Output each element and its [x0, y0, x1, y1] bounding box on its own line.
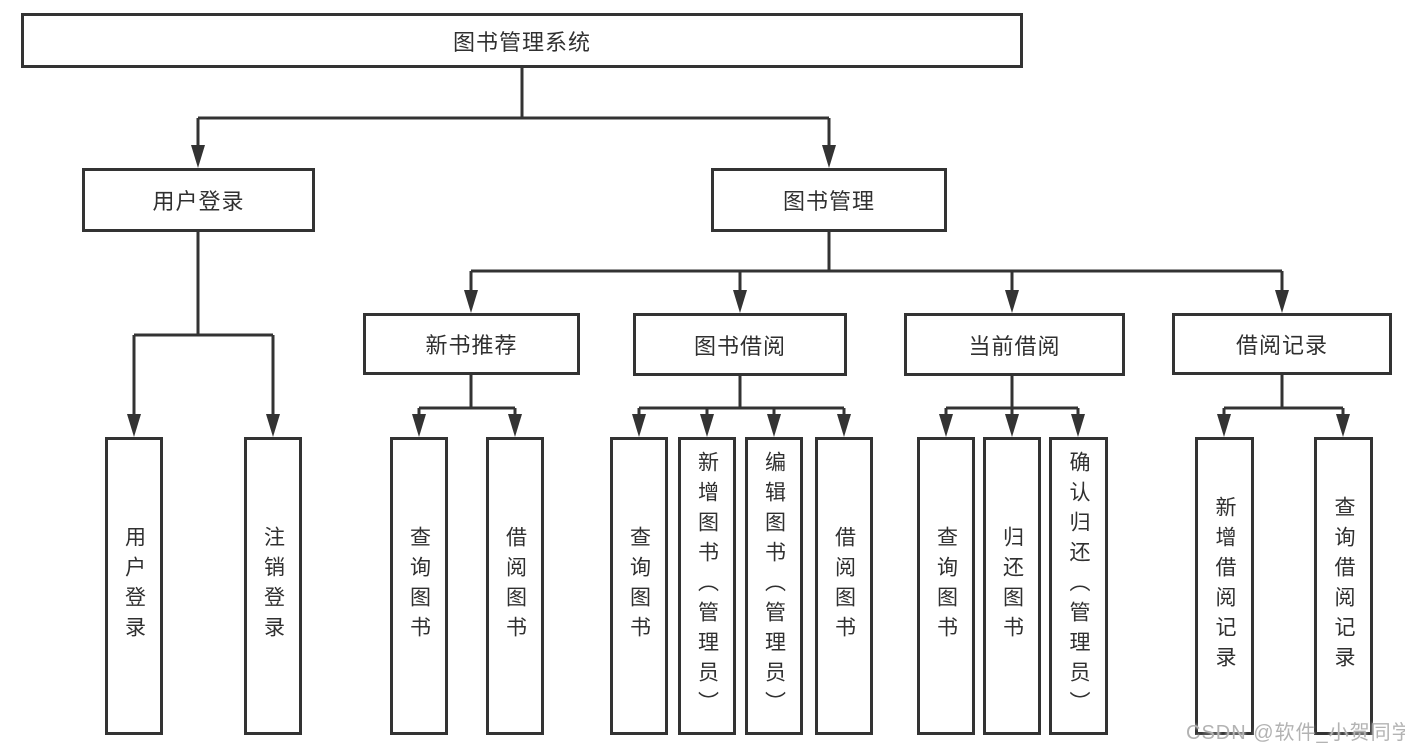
connector-line — [417, 375, 517, 420]
node-label: 图书借阅 — [693, 333, 786, 359]
arrow-down-icon — [1005, 290, 1019, 313]
connector-user-login — [132, 232, 275, 419]
node-label: 注销登录 — [261, 526, 285, 646]
connector-current-borrowing — [944, 376, 1080, 420]
node-label: 新增借阅记录 — [1213, 496, 1236, 676]
node-label: 查询图书 — [407, 526, 431, 646]
connector-book-borrowing — [637, 376, 846, 420]
node-label: 归还图书 — [1000, 526, 1024, 646]
csdn-watermark: CSDN @软件_小贺同学 — [1186, 722, 1405, 744]
node-label: 查询图书 — [934, 526, 958, 646]
connector-new-book-recommend-arrowheads — [412, 414, 522, 437]
connector-line — [944, 376, 1080, 420]
node-add-books-admin: 新增图书（管理员） — [678, 437, 736, 735]
node-label: 用户登录 — [152, 189, 245, 214]
node-user-login: 用户登录 — [82, 168, 315, 232]
node-confirm-return-admin: 确认归还（管理员） — [1049, 437, 1108, 735]
connector-borrow-records — [1222, 375, 1345, 420]
node-label: 借阅图书 — [832, 526, 856, 646]
arrow-down-icon — [1005, 414, 1019, 437]
node-user-login-leaf: 用户登录 — [105, 437, 163, 735]
arrow-down-icon — [127, 414, 141, 437]
arrow-down-icon — [733, 290, 747, 313]
node-return-books: 归还图书 — [983, 437, 1041, 735]
connector-line — [469, 232, 1284, 295]
node-label: 图书管理 — [782, 189, 875, 214]
arrow-down-icon — [508, 414, 522, 437]
node-borrow-records: 借阅记录 — [1172, 313, 1392, 375]
node-book-borrowing: 图书借阅 — [633, 313, 847, 376]
node-logout-leaf: 注销登录 — [244, 437, 302, 735]
arrow-down-icon — [700, 414, 714, 437]
arrow-down-icon — [1275, 290, 1289, 313]
arrow-down-icon — [1071, 414, 1085, 437]
connector-book-management — [469, 232, 1284, 295]
node-label: 借阅记录 — [1235, 333, 1328, 358]
arrow-down-icon — [191, 145, 205, 168]
node-label: 编辑图书（管理员） — [762, 451, 786, 721]
arrow-down-icon — [939, 414, 953, 437]
node-label: 图书管理系统 — [452, 29, 591, 55]
node-edit-books-admin: 编辑图书（管理员） — [745, 437, 803, 735]
node-label: 用户登录 — [122, 526, 146, 646]
node-label: 新增图书（管理员） — [695, 451, 719, 721]
connector-root-arrowheads — [191, 145, 836, 168]
connector-book-management-arrowheads — [464, 290, 1289, 313]
arrow-down-icon — [837, 414, 851, 437]
node-borrow-books-leaf: 借阅图书 — [815, 437, 873, 735]
connector-line — [196, 68, 831, 150]
node-label: 查询借阅记录 — [1332, 496, 1355, 676]
arrow-down-icon — [822, 145, 836, 168]
connector-current-borrowing-arrowheads — [939, 414, 1085, 437]
connector-line — [637, 376, 846, 420]
connector-new-book-recommend — [417, 375, 517, 420]
arrow-down-icon — [412, 414, 426, 437]
node-library-system: 图书管理系统 — [21, 13, 1023, 68]
connector-line — [1222, 375, 1345, 420]
connector-root — [196, 68, 831, 150]
node-label: 当前借阅 — [968, 333, 1061, 359]
node-borrow-books-recommend: 借阅图书 — [486, 437, 544, 735]
node-label: 查询图书 — [627, 526, 651, 646]
arrow-down-icon — [632, 414, 646, 437]
node-add-borrow-record: 新增借阅记录 — [1195, 437, 1254, 735]
connector-line — [132, 232, 275, 419]
node-query-books-current: 查询图书 — [917, 437, 975, 735]
connector-borrow-records-arrowheads — [1217, 414, 1350, 437]
node-query-books-recommend: 查询图书 — [390, 437, 448, 735]
node-label: 借阅图书 — [503, 526, 527, 646]
arrow-down-icon — [1217, 414, 1231, 437]
arrow-down-icon — [266, 414, 280, 437]
node-label: 新书推荐 — [425, 333, 518, 358]
node-query-books-borrowing: 查询图书 — [610, 437, 668, 735]
node-current-borrowing: 当前借阅 — [904, 313, 1125, 376]
arrow-down-icon — [1336, 414, 1350, 437]
node-query-borrow-record: 查询借阅记录 — [1314, 437, 1373, 735]
arrow-down-icon — [464, 290, 478, 313]
connector-user-login-arrowheads — [127, 414, 280, 437]
node-book-management: 图书管理 — [711, 168, 947, 232]
arrow-down-icon — [767, 414, 781, 437]
node-new-book-recommend: 新书推荐 — [363, 313, 580, 375]
connector-book-borrowing-arrowheads — [632, 414, 851, 437]
node-label: 确认归还（管理员） — [1067, 451, 1090, 721]
